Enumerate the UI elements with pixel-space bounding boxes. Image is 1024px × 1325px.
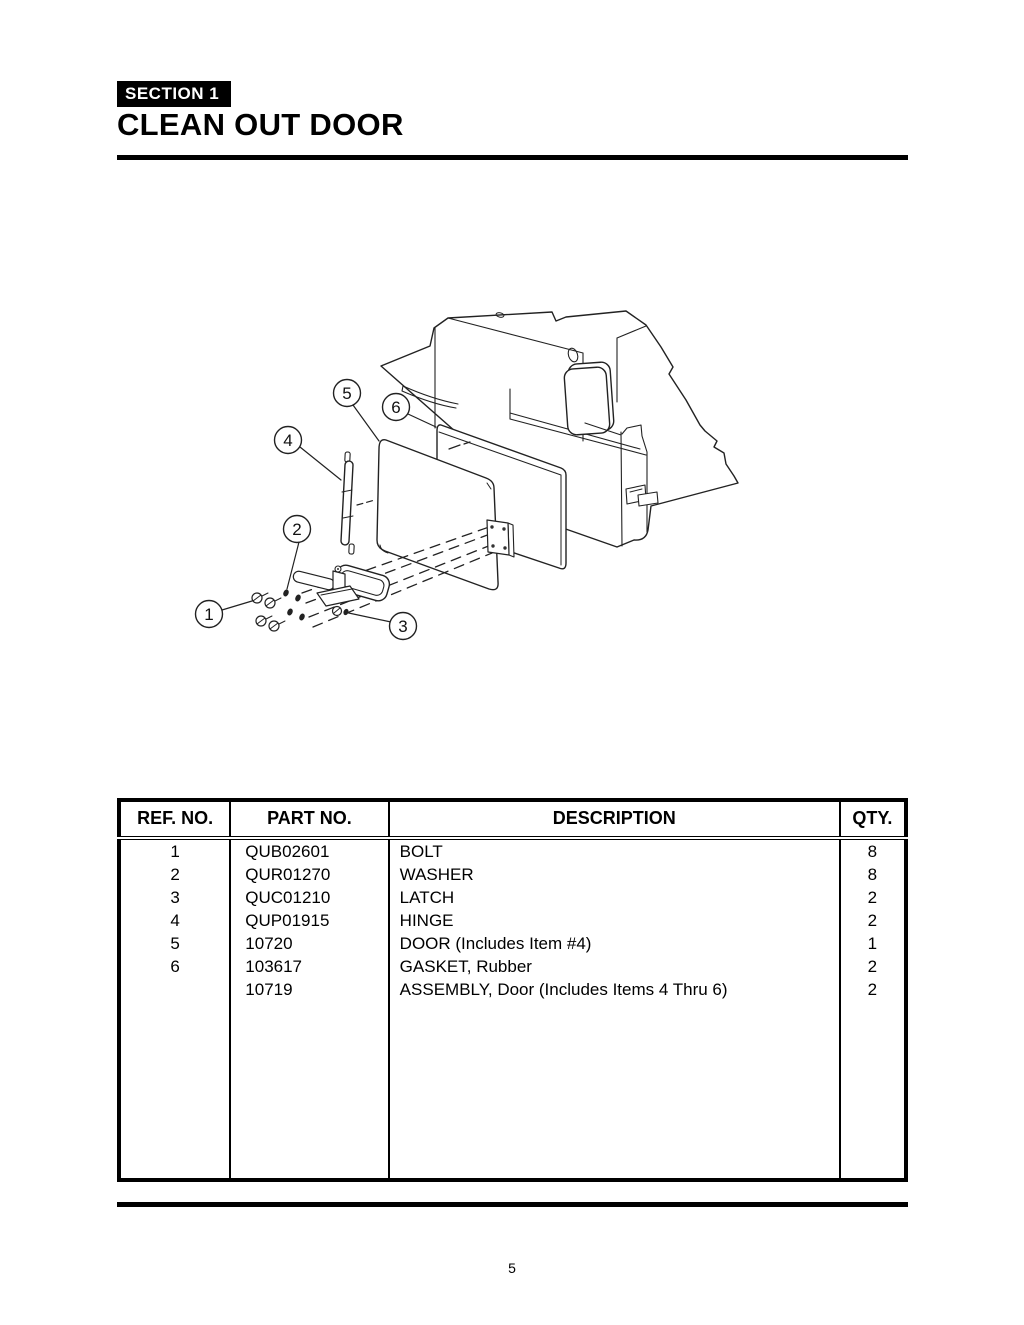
callout-1: 1: [196, 601, 253, 628]
qty-cell: 1: [838, 932, 906, 955]
ref-no-cell: 5: [170, 934, 180, 953]
ref-no-cell: 6: [170, 957, 180, 976]
description-cell: HINGE: [387, 909, 840, 932]
qty-cell: 8: [838, 863, 906, 886]
ref-no-cell: 2: [170, 865, 180, 884]
part-no-cell: QUR01270: [229, 863, 389, 886]
col-header-description: DESCRIPTION: [387, 800, 840, 840]
table-row: 1 QUB02601 BOLT 8: [119, 838, 906, 863]
description-cell: ASSEMBLY, Door (Includes Items 4 Thru 6): [387, 978, 840, 1001]
part-no-cell: 103617: [229, 955, 389, 978]
table-row: 4 QUP01915 HINGE 2: [119, 909, 906, 932]
door-mounting-plate: [487, 520, 514, 557]
table-row: 6 103617 GASKET, Rubber 2: [119, 955, 906, 978]
description-cell: LATCH: [387, 886, 840, 909]
col-header-part-no: PART NO.: [229, 800, 389, 840]
svg-text:5: 5: [342, 384, 351, 403]
washer: [283, 589, 305, 621]
part-no-cell: 10719: [229, 978, 389, 1001]
qty-cell: 2: [838, 955, 906, 978]
part-no-cell: QUC01210: [229, 886, 389, 909]
machine-body: [381, 311, 738, 547]
callout-6: 6: [383, 394, 437, 428]
part-no-cell: QUB02601: [229, 838, 389, 863]
title-rule: [117, 155, 908, 160]
table-empty-space: [119, 1001, 906, 1180]
callout-3: 3: [344, 612, 417, 640]
footer-rule: [117, 1202, 908, 1207]
svg-text:6: 6: [391, 398, 400, 417]
part-no-cell: QUP01915: [229, 909, 389, 932]
exploded-view-diagram: 1 2 3 4 5 6: [0, 285, 1024, 665]
svg-text:2: 2: [292, 520, 301, 539]
table-row: 5 10720 DOOR (Includes Item #4) 1: [119, 932, 906, 955]
bolt: [252, 593, 285, 631]
door-panel: [377, 440, 498, 590]
col-header-ref-no: REF. NO.: [119, 800, 231, 840]
bolt-washer-group: [252, 589, 305, 631]
callout-5: 5: [334, 380, 380, 442]
callout-2: 2: [284, 516, 311, 590]
qty-cell: 8: [838, 838, 906, 863]
ref-no-cell: 1: [170, 842, 180, 861]
svg-text:3: 3: [398, 617, 407, 636]
hinge-pin: [341, 452, 375, 554]
svg-text:4: 4: [283, 431, 292, 450]
ref-no-cell: [119, 978, 230, 1001]
callout-4: 4: [275, 427, 342, 481]
table-row: 2 QUR01270 WASHER 8: [119, 863, 906, 886]
table-header-row: REF. NO. PART NO. DESCRIPTION QTY.: [119, 800, 906, 840]
qty-cell: 2: [838, 886, 906, 909]
description-cell: GASKET, Rubber: [387, 955, 840, 978]
description-cell: BOLT: [387, 838, 840, 863]
latch-assembly: [292, 563, 391, 616]
description-cell: WASHER: [387, 863, 840, 886]
svg-text:1: 1: [204, 605, 213, 624]
description-cell: DOOR (Includes Item #4): [387, 932, 840, 955]
page-title: CLEAN OUT DOOR: [117, 107, 404, 142]
part-no-cell: 10720: [229, 932, 389, 955]
qty-cell: 2: [838, 978, 906, 1001]
ref-no-cell: 4: [170, 911, 180, 930]
section-badge: SECTION 1: [117, 81, 232, 107]
page-number: 5: [508, 1260, 516, 1276]
qty-cell: 2: [838, 909, 906, 932]
table-row: 10719 ASSEMBLY, Door (Includes Items 4 T…: [119, 978, 906, 1001]
fastener-axis-lines: [302, 527, 492, 627]
table-row: 3 QUC01210 LATCH 2: [119, 886, 906, 909]
parts-table: REF. NO. PART NO. DESCRIPTION QTY. 1 QUB…: [117, 798, 908, 1182]
col-header-qty: QTY.: [838, 800, 906, 840]
ref-no-cell: 3: [170, 888, 180, 907]
